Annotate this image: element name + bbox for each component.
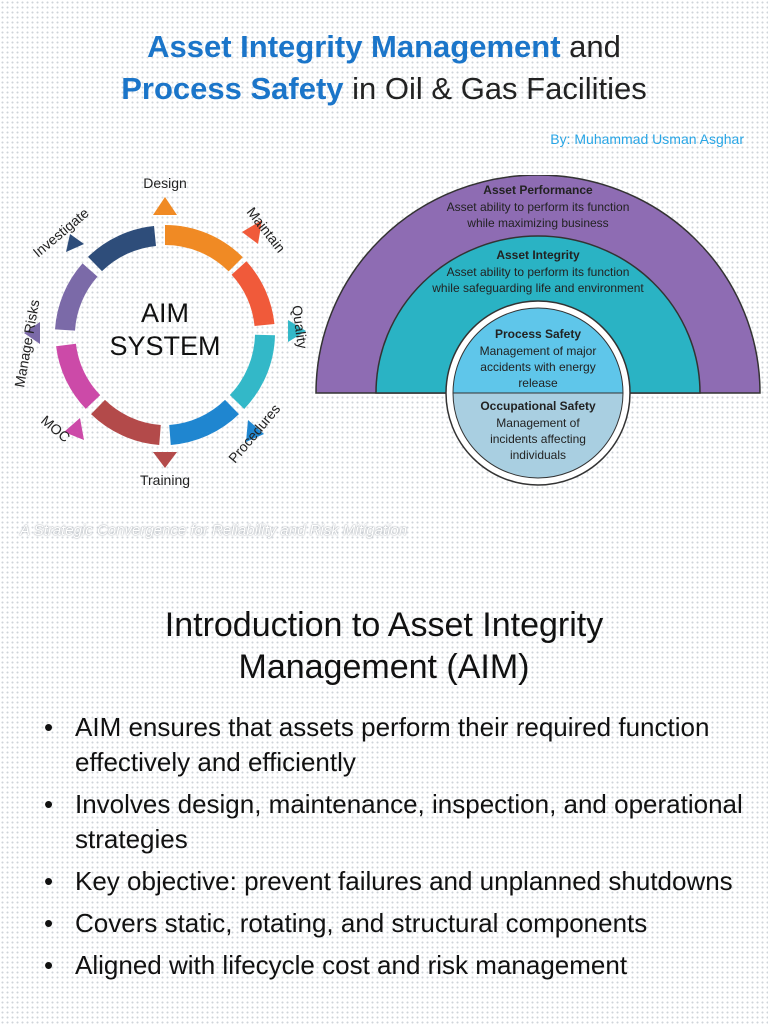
title-rest-1: and bbox=[560, 29, 621, 64]
layers-svg: Asset Performance Asset ability to perfo… bbox=[315, 174, 761, 486]
layer-desc-occupational-safety-2: incidents affecting bbox=[490, 432, 586, 446]
layer-desc-asset-performance-2: while maximizing business bbox=[466, 216, 608, 230]
layer-title-occupational-safety: Occupational Safety bbox=[480, 399, 596, 413]
bullet-item: AIM ensures that assets perform their re… bbox=[44, 710, 744, 780]
layer-desc-process-safety-2: accidents with energy bbox=[480, 360, 595, 374]
safety-layers-diagram: Asset Performance Asset ability to perfo… bbox=[312, 174, 764, 490]
aim-cycle-svg: AIM SYSTEM Design Maintain Quality Proce… bbox=[11, 175, 311, 488]
aim-system-cycle-diagram: AIM SYSTEM Design Maintain Quality Proce… bbox=[10, 170, 320, 500]
arrow-maintain-icon bbox=[242, 220, 262, 244]
segment-manage-risks bbox=[55, 263, 98, 331]
segment-moc bbox=[56, 343, 101, 409]
bullet-list: AIM ensures that assets perform their re… bbox=[44, 710, 744, 990]
layer-desc-occupational-safety-1: Management of bbox=[496, 416, 580, 430]
segment-procedures bbox=[168, 399, 239, 445]
layer-desc-asset-performance-1: Asset ability to perform its function bbox=[447, 200, 630, 214]
bullet-item: Key objective: prevent failures and unpl… bbox=[44, 864, 744, 899]
layer-occupational-safety bbox=[452, 392, 624, 479]
title-rest-2: in Oil & Gas Facilities bbox=[343, 71, 647, 106]
segment-investigate bbox=[88, 226, 157, 272]
stage-label-moc: MOC bbox=[38, 412, 73, 445]
layer-desc-asset-integrity-2: while safeguarding life and environment bbox=[431, 281, 644, 295]
stage-label-training: Training bbox=[140, 472, 190, 488]
segment-design bbox=[164, 225, 243, 272]
layer-desc-asset-integrity-1: Asset ability to perform its function bbox=[447, 265, 630, 279]
segment-quality bbox=[229, 334, 275, 409]
bullet-item: Covers static, rotating, and structural … bbox=[44, 906, 744, 941]
cycle-arrows bbox=[24, 197, 306, 468]
arrow-quality-icon bbox=[288, 320, 306, 342]
slide-tagline: A Strategic Convergence for Reliability … bbox=[20, 522, 408, 539]
arrow-moc-icon bbox=[64, 418, 84, 440]
aim-center-label-1: AIM bbox=[141, 298, 189, 328]
arrow-procedures-icon bbox=[246, 420, 264, 442]
segment-training bbox=[91, 399, 162, 445]
layer-title-process-safety: Process Safety bbox=[495, 327, 581, 341]
arrow-manage-risks-icon bbox=[24, 322, 40, 344]
author-byline: By: Muhammad Usman Asghar bbox=[550, 131, 744, 147]
stage-label-quality: Quality bbox=[289, 304, 311, 349]
bullet-item: Involves design, maintenance, inspection… bbox=[44, 787, 744, 857]
stage-label-design: Design bbox=[143, 175, 187, 191]
layer-desc-process-safety-1: Management of major bbox=[480, 344, 597, 358]
title-highlight-2: Process Safety bbox=[121, 71, 344, 106]
aim-center-label-2: SYSTEM bbox=[109, 331, 220, 361]
layer-desc-process-safety-3: release bbox=[518, 376, 558, 390]
slide-heading: Introduction to Asset Integrity Manageme… bbox=[40, 604, 728, 688]
layer-title-asset-performance: Asset Performance bbox=[483, 183, 593, 197]
layer-desc-occupational-safety-3: individuals bbox=[510, 448, 566, 462]
stage-label-investigate: Investigate bbox=[30, 204, 92, 260]
slide-title: Asset Integrity Management and Process S… bbox=[0, 26, 768, 110]
title-highlight-1: Asset Integrity Management bbox=[147, 29, 561, 64]
arrow-training-icon bbox=[153, 452, 177, 468]
stage-label-manage-risks: Manage Risks bbox=[11, 298, 42, 388]
slide-heading-line-2: Management (AIM) bbox=[238, 648, 530, 686]
slide-1: Asset Integrity Management and Process S… bbox=[0, 26, 768, 539]
slide-heading-line-1: Introduction to Asset Integrity bbox=[164, 606, 604, 644]
arrow-investigate-icon bbox=[66, 234, 84, 252]
layer-process-safety bbox=[452, 307, 624, 394]
arrow-design-icon bbox=[153, 197, 177, 215]
cycle-segments bbox=[55, 225, 275, 445]
segment-maintain bbox=[231, 261, 275, 327]
slide-2: Introduction to Asset Integrity Manageme… bbox=[0, 560, 768, 1024]
bullet-item: Aligned with lifecycle cost and risk man… bbox=[44, 948, 744, 983]
layer-title-asset-integrity: Asset Integrity bbox=[496, 248, 580, 262]
